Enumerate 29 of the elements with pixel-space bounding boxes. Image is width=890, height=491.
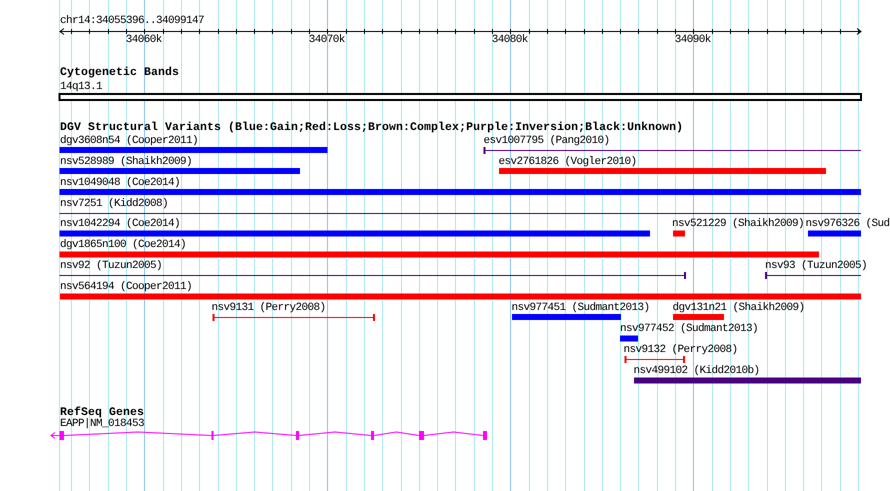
variant-label: nsv977452 (Sudmant2013) [620, 323, 758, 335]
variant-label: nsv977451 (Sudmant2013) [512, 302, 650, 314]
variant-label: dgv131n21 (Shaikh2009) [672, 302, 805, 314]
track-title: RefSeq Genes [60, 406, 144, 418]
variant-label: nsv976326 (Sud [806, 218, 890, 230]
variant-label: nsv9132 (Perry2008) [624, 344, 738, 356]
gene-label: EAPP|NM_018453 [60, 418, 144, 430]
region-coordinates: chr14:34055396..34099147 [60, 15, 204, 27]
variant-label: nsv564194 (Cooper2011) [60, 281, 192, 293]
tick-label: 34060k [126, 34, 162, 46]
variant-label: nsv92 (Tuzun2005) [60, 260, 162, 272]
tick-label: 34080k [492, 34, 528, 46]
variant-label: nsv7251 (Kidd2008) [60, 198, 168, 210]
variant-label: esv1007795 (Pang2010) [484, 134, 610, 146]
tick-label: 34090k [674, 34, 711, 46]
tick-label: 34070k [308, 34, 345, 46]
variant-label: nsv521229 (Shaikh2009) [672, 218, 804, 230]
variant-label: nsv499102 (Kidd2010b) [634, 365, 760, 377]
variant-label: nsv9131 (Perry2008) [212, 302, 326, 314]
variant-label: esv2761826 (Vogler2010) [498, 156, 637, 168]
variant-label: dgv1865n100 (Coe2014) [60, 239, 186, 251]
band-label: 14q13.1 [60, 80, 102, 92]
variant-label: nsv93 (Tuzun2005) [765, 260, 868, 272]
track-title: DGV Structural Variants (Blue:Gain;Red:Loss;Brown:Complex;Purple:Inversion;Black:Unknown) [60, 120, 684, 134]
variant-label: nsv528989 (Shaikh2009) [60, 156, 192, 168]
variant-label: dgv3608n54 (Cooper2011) [60, 134, 198, 146]
variant-label: nsv1049048 (Coe2014) [60, 176, 180, 188]
track-title: Cytogenetic Bands [60, 66, 180, 80]
variant-label: nsv1042294 (Coe2014) [60, 218, 180, 230]
